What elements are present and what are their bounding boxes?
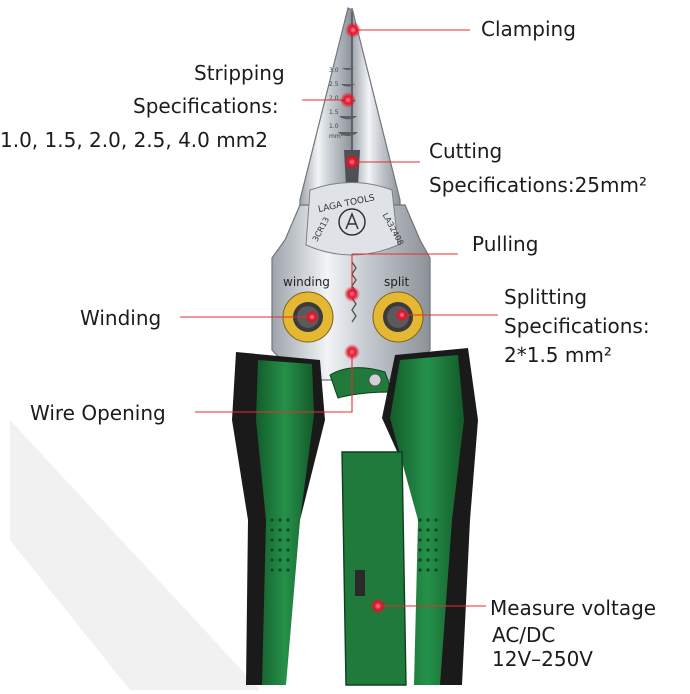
drop-shadow [10,420,260,690]
wire-opening-label: Wire Opening [30,401,166,425]
logo-mark [345,211,359,230]
scale-mark-3: 2.0 [329,95,339,102]
measure-voltage-title: Measure voltage [490,596,657,620]
grip-texture [270,518,438,572]
pivot-plate [305,182,399,256]
left-handle-green [256,360,314,685]
clamping-label: Clamping [481,17,576,41]
split-engraving: split [384,275,410,289]
cutting-title: Cutting [429,139,503,163]
lock-spring [329,367,393,399]
voltage-marker [370,598,386,614]
splitting-values: 2*1.5 mm² [504,343,612,367]
measure-voltage-type: AC/DC [492,623,556,647]
scale-mark-2: 2.5 [329,81,339,88]
voltage-tester-body [341,451,407,686]
winding-marker [305,310,319,324]
winding-label: Winding [80,306,162,330]
cutting-spec: Specifications:25mm² [429,173,647,197]
pulling-marker [344,286,360,302]
cutting-marker [344,154,360,170]
pulling-label: Pulling [472,232,539,256]
measure-voltage-range: 12V–250V [492,647,593,671]
splitting-spec: Specifications: [504,314,650,338]
wire-opening-marker [344,344,360,360]
stripping-values: 1.0, 1.5, 2.0, 2.5, 4.0 mm2 [0,128,268,152]
scale-mark-5: 1.0 [329,123,339,130]
scale-mark-4: 1.5 [329,109,339,116]
stripping-marker [340,92,356,108]
voltage-tester-window [355,570,365,596]
stripping-spec: Specifications: [133,94,279,118]
clamping-marker [345,22,361,38]
splitting-title: Splitting [504,285,588,309]
winding-engraving: winding [283,275,330,289]
stripping-title: Stripping [194,61,285,85]
leader-lines [180,29,498,607]
scale-unit: mm² [329,133,344,140]
logo-emblem [338,208,366,236]
scale-mark-1: 3.0 [329,67,339,74]
splitting-marker [395,308,409,322]
lock-pin [368,373,382,387]
